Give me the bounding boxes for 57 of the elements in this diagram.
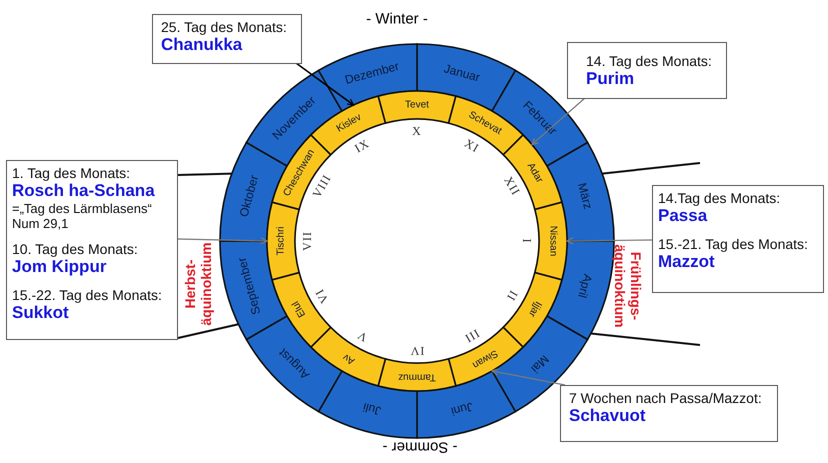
holiday-name: Jom Kippur xyxy=(12,257,108,277)
roman-numeral: IV xyxy=(410,344,424,358)
date-note: 1. Tag des Monats: xyxy=(12,165,132,181)
holiday-name: Passa xyxy=(658,206,708,226)
callout-box xyxy=(6,160,178,340)
month-label: Juli xyxy=(361,400,382,418)
leader-line xyxy=(531,98,586,146)
season-label: - Sommer - xyxy=(382,438,458,456)
roman-numeral: V xyxy=(354,328,370,345)
equinox-label: Frühlings- äquinoktium xyxy=(612,243,644,330)
month-label: Juni xyxy=(450,399,474,419)
month-label: Oktober xyxy=(236,174,262,218)
leader-line xyxy=(491,368,566,386)
month-label: Ijjar xyxy=(526,299,544,319)
roman-numeral: VI xyxy=(312,286,332,306)
month-label: Av xyxy=(341,351,357,366)
holiday-name: Schavuot xyxy=(569,406,647,426)
date-note: 15.-21. Tag des Monats: xyxy=(658,236,809,252)
roman-numeral: X xyxy=(412,124,422,138)
season-label: - Winter - xyxy=(366,10,428,28)
equinox-label: Herbst- äquinoktium xyxy=(182,241,214,328)
roman-numeral: I xyxy=(520,238,534,244)
holiday-name: Purim xyxy=(586,69,636,89)
roman-numeral: III xyxy=(462,326,482,346)
month-label: Elul xyxy=(290,299,308,319)
callout-box xyxy=(560,385,778,442)
date-note: 14.Tag des Monats: xyxy=(658,190,782,206)
holiday-name: Mazzot xyxy=(658,252,716,272)
callout-box xyxy=(152,14,302,64)
roman-numeral: XI xyxy=(462,136,482,156)
callout-box xyxy=(652,185,824,293)
month-label: April xyxy=(575,272,595,300)
month-label: Tammuz xyxy=(398,372,436,382)
month-label: Tevet xyxy=(405,100,429,110)
date-note: 15.-22. Tag des Monats: xyxy=(12,287,163,303)
month-label: Tischri xyxy=(276,226,286,256)
roman-numeral: IX xyxy=(352,136,372,156)
leader-line xyxy=(178,237,268,244)
leader-line xyxy=(566,237,652,245)
leader-line xyxy=(296,62,354,106)
roman-numeral: XII xyxy=(501,174,524,198)
date-note: 25. Tag des Monats: xyxy=(161,19,288,35)
month-label: Mai xyxy=(528,352,552,376)
date-note: 7 Wochen nach Passa/Mazzot: xyxy=(569,390,763,406)
date-note: 10. Tag des Monats: xyxy=(12,241,139,257)
quote-note: =„Tag des Lärmblasens“ Num 29,1 xyxy=(12,201,153,231)
month-label: Siwan xyxy=(470,347,500,370)
month-label: Nissan xyxy=(548,226,558,256)
holiday-name: Rosch ha-Schana xyxy=(12,181,156,201)
roman-numeral: II xyxy=(504,288,521,304)
month-label: März xyxy=(574,181,596,211)
date-note: 14. Tag des Monats: xyxy=(586,53,713,69)
holiday-name: Sukkot xyxy=(12,303,70,323)
holiday-name: Chanukka xyxy=(161,35,244,55)
callout-box xyxy=(567,42,727,99)
roman-numeral: VII xyxy=(300,231,314,251)
month-label: Januar xyxy=(442,61,482,84)
